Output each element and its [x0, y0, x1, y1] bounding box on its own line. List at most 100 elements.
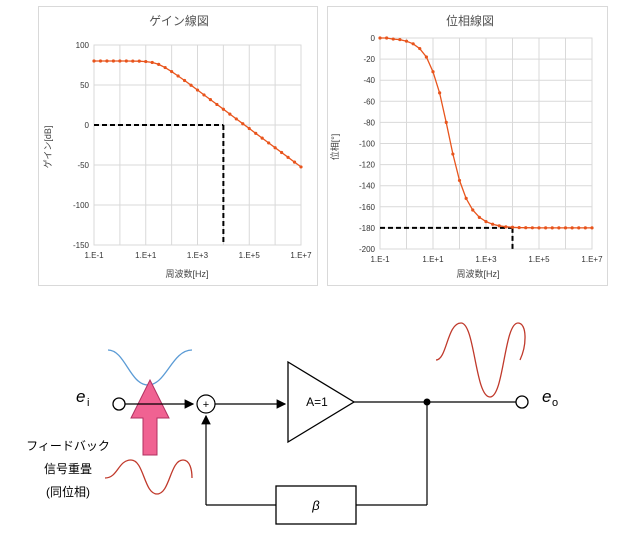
y-tick-label: -50 [77, 161, 89, 170]
data-point [563, 226, 568, 230]
data-point [170, 69, 174, 74]
y-tick-label: -60 [363, 97, 375, 106]
y-tick-label: -40 [363, 76, 375, 85]
data-point [497, 224, 501, 228]
data-point [163, 65, 167, 70]
y-tick-label: 100 [76, 41, 90, 50]
data-point [247, 126, 251, 131]
y-tick-label: -140 [359, 182, 376, 191]
data-point [398, 37, 402, 42]
data-point [418, 46, 422, 51]
beta-label: β [311, 498, 320, 513]
data-point [208, 98, 213, 102]
data-point [260, 136, 264, 140]
note-line-3: (同位相) [46, 484, 90, 499]
output-terminal [515, 395, 529, 409]
data-point [378, 36, 382, 40]
data-point [590, 226, 594, 230]
data-point [431, 70, 435, 74]
y-tick-label: -80 [363, 118, 375, 127]
data-point [182, 78, 187, 83]
plot-area [93, 44, 302, 246]
data-point [537, 226, 541, 230]
x-tick-label: 1.E+5 [239, 251, 261, 260]
data-point [484, 219, 488, 224]
data-point [471, 208, 475, 212]
phase-chart-panel: 位相線図 周波数[Hz] 位相[°] 0-20-40-60-80-100-120… [327, 6, 608, 286]
data-point [195, 88, 200, 92]
phase-chart-xlabel: 周波数[Hz] [456, 268, 499, 279]
y-tick-label: -180 [359, 224, 376, 233]
gain-chart-title: ゲイン線図 [149, 13, 209, 28]
amplifier [287, 360, 356, 444]
gain-chart-xlabel: 周波数[Hz] [165, 268, 208, 279]
data-point [292, 160, 297, 164]
data-point [254, 131, 258, 135]
phase-chart: 位相線図 周波数[Hz] 位相[°] 0-20-40-60-80-100-120… [329, 13, 603, 279]
gain-chart-ylabel: ゲイン[dB] [42, 126, 53, 169]
data-point [215, 102, 219, 107]
data-point [457, 178, 462, 183]
y-tick-label: 0 [85, 121, 90, 130]
data-point [504, 225, 508, 229]
data-point [92, 59, 96, 63]
data-point [524, 226, 528, 230]
feedback-block-diagram: e i + A=1 e o β フィードバック 信号重畳 (同位相) [26, 322, 558, 525]
data-point [273, 146, 277, 150]
note-line-1: フィードバック [26, 439, 110, 453]
y-tick-label: -100 [359, 140, 376, 149]
data-point [444, 120, 448, 124]
data-point [557, 226, 561, 230]
beta-block [275, 485, 357, 525]
data-point [98, 59, 103, 63]
data-point [491, 222, 495, 226]
x-tick-label: 1.E+7 [581, 255, 603, 264]
data-point [234, 117, 238, 121]
x-tick-label: 1.E+3 [475, 255, 497, 264]
data-point [385, 36, 389, 40]
data-point [221, 107, 225, 111]
data-point [189, 83, 193, 87]
data-point [570, 226, 574, 230]
x-tick-label: 1.E+3 [187, 251, 209, 260]
phase-chart-title: 位相線図 [446, 13, 494, 28]
data-point [157, 62, 161, 66]
data-point [267, 141, 271, 145]
data-point [241, 122, 245, 126]
data-point [105, 59, 109, 63]
data-point [299, 165, 303, 169]
y-tick-label: 0 [371, 34, 376, 43]
y-tick-label: -160 [359, 203, 376, 212]
data-point [411, 42, 415, 46]
data-point [118, 59, 122, 63]
phase-chart-ylabel: 位相[°] [329, 134, 340, 161]
data-point [131, 59, 135, 63]
plot-area [379, 37, 593, 250]
data-point [464, 196, 468, 200]
data-point [583, 226, 587, 230]
x-tick-label: 1.E-1 [370, 255, 390, 264]
output-label-sub: o [552, 397, 558, 409]
input-label: e [76, 387, 85, 406]
y-tick-label: 50 [80, 81, 89, 90]
x-tick-label: 1.E-1 [84, 251, 104, 260]
data-point [176, 74, 180, 78]
input-label-sub: i [87, 397, 89, 409]
input-terminal [112, 397, 126, 411]
data-point [137, 59, 141, 63]
summing-sign: + [203, 399, 209, 411]
data-point [124, 59, 128, 63]
data-point [577, 226, 581, 230]
x-tick-label: 1.E+1 [422, 255, 444, 264]
data-point [517, 225, 521, 230]
output-label: e [542, 387, 551, 406]
data-point [438, 91, 442, 95]
data-point [510, 225, 515, 229]
y-tick-label: -150 [73, 241, 90, 250]
data-point [202, 93, 206, 97]
data-point [477, 215, 481, 219]
data-point [530, 226, 534, 230]
data-point [280, 150, 284, 155]
data-point [424, 55, 428, 59]
